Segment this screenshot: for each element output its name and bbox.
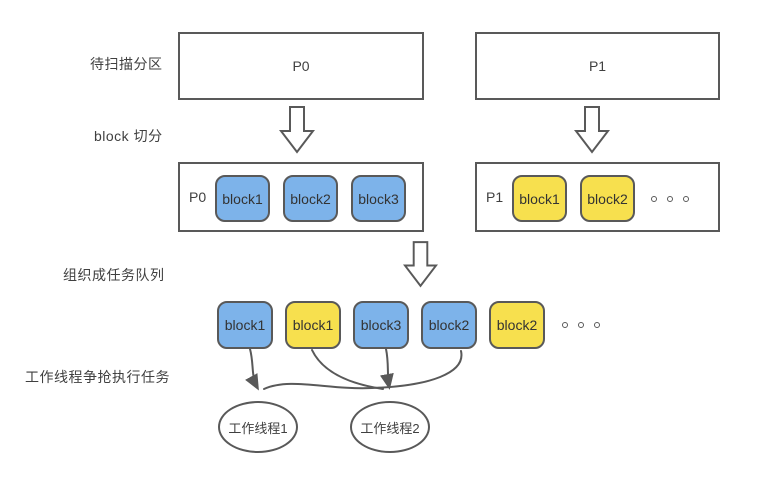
label-block-split: block 切分 (94, 128, 163, 144)
edge-block1yellow-worker2 (311, 349, 384, 390)
partition-box-p0: P0 (178, 32, 424, 100)
partition-p0-label: P0 (292, 58, 310, 74)
ellipsis-dots (562, 322, 600, 328)
partition-box-p1: P1 (475, 32, 720, 100)
partition-p1-label: P1 (588, 58, 607, 74)
queue-block: block1 (217, 301, 273, 349)
edge-block1blue-worker1 (245, 348, 259, 391)
queue-block: block1 (285, 301, 341, 349)
queue-block: block2 (421, 301, 477, 349)
split-block: block3 (351, 175, 406, 222)
split-block: block2 (283, 175, 338, 222)
split-box-p1: P1 block1 block2 (475, 162, 720, 232)
label-organize-task-queue: 组织成任务队列 (63, 267, 165, 283)
split-block: block1 (215, 175, 270, 222)
split-box-p0: P0 block1 block2 block3 (178, 162, 424, 232)
worker-thread-2: 工作线程2 (350, 401, 430, 453)
ellipsis-dots (651, 196, 689, 202)
split-block: block1 (512, 175, 567, 222)
label-worker-race: 工作线程争抢执行任务 (25, 369, 170, 385)
queue-block: block2 (489, 301, 545, 349)
worker-thread-1-label: 工作线程1 (228, 420, 288, 436)
split-block: block2 (580, 175, 635, 222)
split-p0-label: P0 (189, 189, 207, 205)
label-scan-partitions: 待扫描分区 (90, 56, 163, 72)
edge-block3blue-worker2 (379, 348, 394, 390)
edge-block2blue-worker1 (263, 350, 463, 390)
down-arrow-icon (279, 106, 315, 154)
worker-thread-2-label: 工作线程2 (360, 420, 420, 436)
queue-block: block3 (353, 301, 409, 349)
down-arrow-icon (403, 241, 438, 288)
worker-thread-1: 工作线程1 (218, 401, 298, 453)
split-p1-label: P1 (486, 189, 504, 205)
down-arrow-icon (574, 106, 610, 154)
